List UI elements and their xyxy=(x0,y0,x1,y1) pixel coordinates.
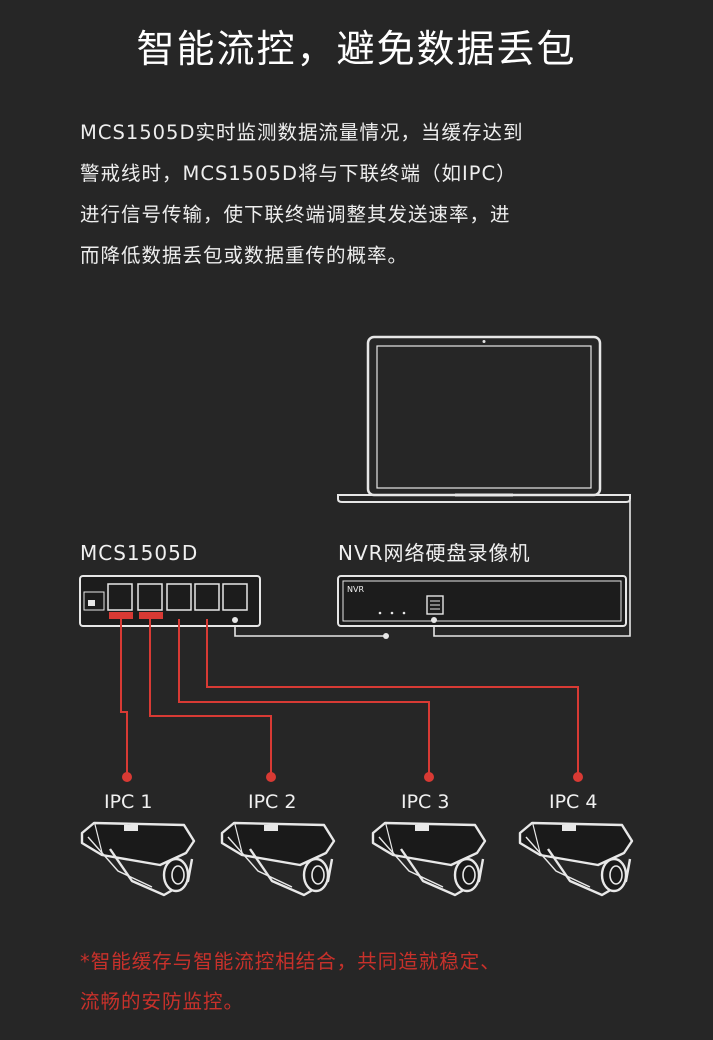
ipc-cable-dots xyxy=(122,772,583,782)
laptop-cable xyxy=(433,500,631,637)
description-line: 警戒线时，MCS1505D将与下联终端（如IPC） xyxy=(80,162,517,185)
switch-device xyxy=(79,575,261,627)
footnote-line: *智能缓存与智能流控相结合，共同造就稳定、 xyxy=(80,950,501,973)
footnote: *智能缓存与智能流控相结合，共同造就稳定、 流畅的安防监控。 xyxy=(80,942,670,1022)
nvr-panel-text: NVR xyxy=(347,585,364,594)
switch-label: MCS1505D xyxy=(80,541,198,565)
camera-label: IPC 4 xyxy=(549,791,597,813)
camera-icon xyxy=(220,821,336,897)
description-paragraph: MCS1505D实时监测数据流量情况，当缓存达到 警戒线时，MCS1505D将与… xyxy=(80,112,650,276)
laptop-icon xyxy=(337,335,631,503)
camera-label: IPC 3 xyxy=(401,791,449,813)
camera-icon xyxy=(371,821,487,897)
footnote-line: 流畅的安防监控。 xyxy=(80,990,245,1013)
nvr-label: NVR网络硬盘录像机 xyxy=(338,541,531,565)
page-title: 智能流控，避免数据丢包 xyxy=(136,27,577,71)
description-line: 进行信号传输，使下联终端调整其发送速率，进 xyxy=(80,203,511,226)
uplink-dot xyxy=(232,617,238,623)
nvr-device: NVR xyxy=(337,575,627,627)
nvr-port-dot xyxy=(383,633,389,639)
description-line: 而降低数据丢包或数据重传的概率。 xyxy=(80,244,409,267)
description-line: MCS1505D实时监测数据流量情况，当缓存达到 xyxy=(80,121,524,144)
nvr-laptop-dot xyxy=(431,617,437,623)
camera-label: IPC 1 xyxy=(104,791,152,813)
camera-label: IPC 2 xyxy=(248,791,296,813)
ipc-cables xyxy=(120,619,579,776)
camera-icon xyxy=(80,821,196,897)
camera-icon xyxy=(518,821,634,897)
